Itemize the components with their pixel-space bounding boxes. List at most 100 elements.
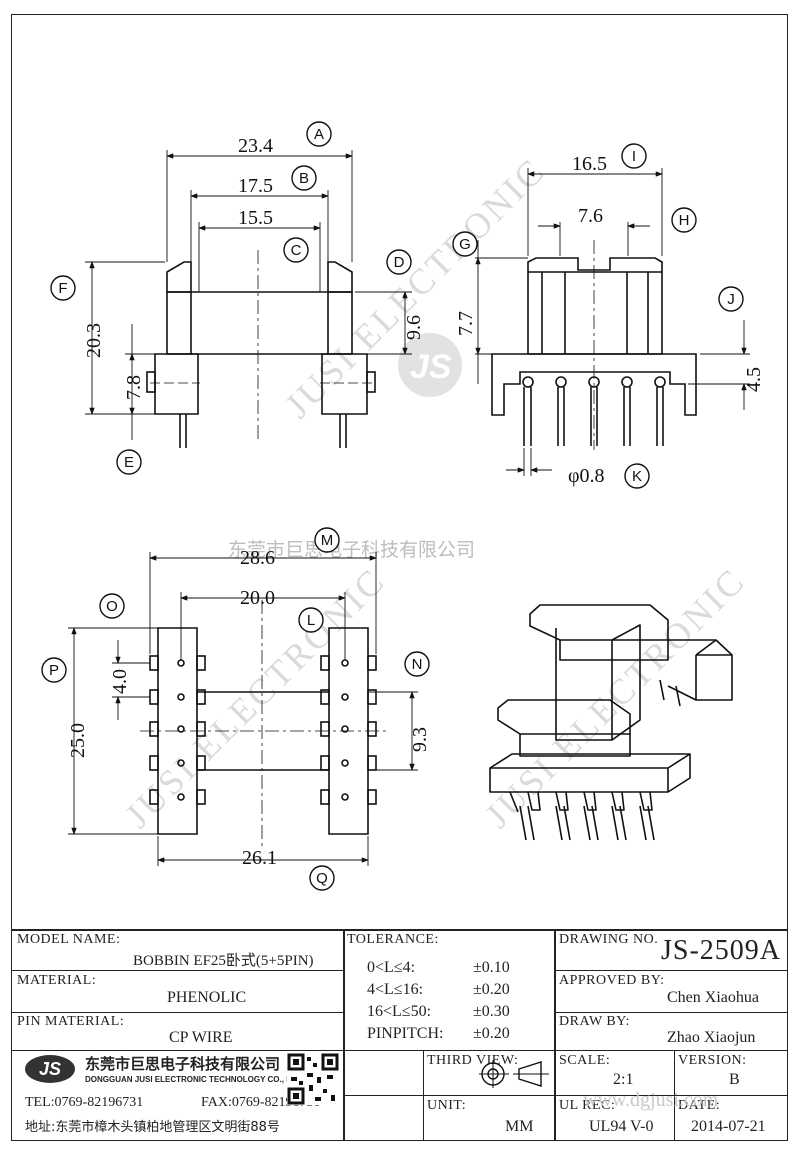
top-view-dims: [68, 552, 418, 866]
marker-P: [41, 657, 67, 683]
version-label: VERSION:: [678, 1053, 747, 1068]
dim-G: 7.7: [455, 311, 477, 336]
draw-by: Zhao Xiaojun: [667, 1029, 756, 1046]
marker-E: [116, 449, 142, 475]
model-name: BOBBIN EF25卧式(5+5PIN): [133, 953, 314, 969]
dim-P: 25.0: [67, 723, 89, 758]
marker-labels: A B C D E F G H I J K L M N O P Q: [49, 126, 735, 887]
tol-range-2: 16<L≤50:: [367, 1003, 432, 1020]
tol-range-3: PINPITCH:: [367, 1025, 444, 1042]
tol-value-1: ±0.20: [473, 981, 510, 998]
svg-text:F: F: [58, 280, 67, 297]
svg-text:B: B: [299, 170, 309, 187]
draw-by-label: DRAW BY:: [559, 1014, 630, 1029]
isometric-view: [489, 604, 733, 841]
drawing-sheet: [11, 14, 788, 1141]
dim-C: 15.5: [238, 207, 273, 229]
svg-text:P: P: [49, 662, 59, 679]
marker-K: [624, 463, 650, 489]
watermark-brand-2: JUSI ELECTRONIC: [477, 560, 753, 836]
company-en: DONGGUAN JUSI ELECTRONIC TECHNOLOGY CO.,…: [85, 1075, 304, 1084]
date: 2014-07-21: [691, 1118, 766, 1135]
marker-L: [298, 607, 324, 633]
marker-D: [386, 249, 412, 275]
front-view: [146, 250, 376, 448]
dim-F: 20.3: [83, 323, 105, 358]
side-view: [491, 240, 697, 450]
tol-range-0: 0<L≤4:: [367, 959, 416, 976]
svg-text:E: E: [124, 454, 134, 471]
drawing-no-label: DRAWING NO.: [559, 932, 659, 947]
title-block: MODEL NAME: BOBBIN EF25卧式(5+5PIN) MATERI…: [11, 929, 788, 1141]
svg-text:D: D: [394, 254, 405, 271]
tol-value-3: ±0.20: [473, 1025, 510, 1042]
material: PHENOLIC: [167, 989, 247, 1006]
pin-material-label: PIN MATERIAL:: [17, 1014, 125, 1029]
svg-text:Q: Q: [316, 870, 328, 887]
svg-text:M: M: [321, 532, 334, 549]
dim-E: 7.8: [123, 375, 145, 400]
dim-O: 4.0: [109, 669, 131, 694]
unit-label: UNIT:: [427, 1098, 467, 1113]
dim-I: 16.5: [572, 153, 607, 175]
svg-text:N: N: [412, 656, 423, 673]
dim-D: 9.6: [403, 315, 425, 340]
version: B: [729, 1071, 740, 1088]
svg-text:G: G: [459, 236, 471, 253]
watermark-url: www.dgjusi.com: [583, 1089, 719, 1111]
dim-M: 28.6: [240, 547, 275, 569]
date-label: DATE:: [678, 1098, 721, 1113]
marker-O: [99, 593, 125, 619]
marker-M: [314, 527, 340, 553]
svg-text:J: J: [727, 291, 735, 308]
qr-code-icon: [287, 1053, 339, 1105]
watermark-layer: JUSI ELECTRONIC JUSI ELECTRONIC JUSI ELE…: [117, 150, 753, 836]
projection-symbol-icon: [479, 1060, 549, 1088]
approved-by-label: APPROVED BY:: [559, 973, 665, 988]
svg-text:L: L: [307, 612, 315, 629]
svg-text:O: O: [106, 598, 118, 615]
tol-value-2: ±0.30: [473, 1003, 510, 1020]
marker-F: [50, 275, 76, 301]
svg-text:A: A: [314, 126, 324, 143]
company-cn: 东莞市巨思电子科技有限公司: [85, 1055, 281, 1073]
marker-Q: [309, 865, 335, 891]
marker-N: [404, 651, 430, 677]
unit: MM: [505, 1118, 534, 1135]
company-address: 地址:东莞市樟木头镇柏地管理区文明街88号: [25, 1120, 280, 1135]
marker-C: [283, 237, 309, 263]
model-name-label: MODEL NAME:: [17, 932, 121, 947]
side-view-dims: [475, 168, 750, 476]
svg-text:K: K: [632, 468, 642, 485]
material-label: MATERIAL:: [17, 973, 97, 988]
top-view: [140, 600, 390, 850]
marker-layer: [41, 121, 744, 891]
scale-label: SCALE:: [559, 1053, 611, 1068]
marker-G: [452, 231, 478, 257]
dim-L: 20.0: [240, 587, 275, 609]
svg-text:I: I: [632, 148, 636, 165]
approved-by: Chen Xiaohua: [667, 989, 759, 1006]
tol-value-0: ±0.10: [473, 959, 510, 976]
marker-B: [291, 165, 317, 191]
marker-I: [621, 143, 647, 169]
marker-A: [306, 121, 332, 147]
dim-J: 4.5: [743, 367, 765, 392]
company-logo: JS: [25, 1055, 75, 1083]
dim-H: 7.6: [578, 205, 603, 227]
dim-A: 23.4: [238, 135, 273, 157]
third-view-label: THIRD VIEW:: [427, 1053, 519, 1068]
tol-range-1: 4<L≤16:: [367, 981, 424, 998]
front-view-dims: [85, 150, 412, 440]
dim-N: 9.3: [409, 727, 431, 752]
ul-rec-label: UL REC:: [559, 1098, 616, 1113]
svg-text:H: H: [679, 212, 690, 229]
pin-material: CP WIRE: [169, 1029, 233, 1046]
ul-rec: UL94 V-0: [589, 1118, 654, 1135]
marker-H: [671, 207, 697, 233]
scale: 2:1: [613, 1071, 634, 1088]
watermark-logo: JS: [410, 348, 452, 386]
company-tel: TEL:0769-82196731: [25, 1095, 144, 1110]
tolerance-label: TOLERANCE:: [347, 932, 439, 947]
svg-text:C: C: [291, 242, 302, 259]
